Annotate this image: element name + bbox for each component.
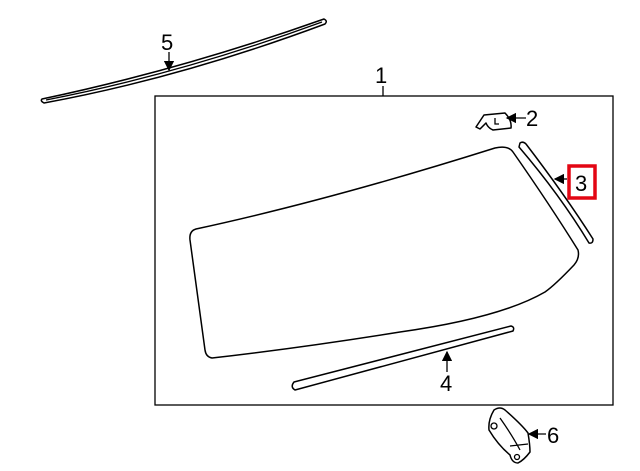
callout-6[interactable]: 6: [547, 423, 559, 448]
callout-1[interactable]: 1: [375, 63, 387, 88]
part-6-hinge-bracket[interactable]: [488, 407, 531, 464]
callout-3-highlight: [567, 164, 597, 200]
part-3-side-molding[interactable]: [518, 141, 594, 244]
callout-2[interactable]: 2: [526, 106, 538, 131]
part-4-lower-molding[interactable]: [291, 325, 515, 391]
callout-3[interactable]: 3: [575, 171, 587, 196]
part-1-back-glass[interactable]: [189, 146, 580, 359]
part-2-bracket[interactable]: [475, 112, 512, 131]
assembly-frame: [154, 95, 614, 406]
callout-4[interactable]: 4: [440, 371, 452, 396]
part-5-upper-molding[interactable]: [40, 18, 328, 104]
callout-5[interactable]: 5: [161, 30, 173, 55]
